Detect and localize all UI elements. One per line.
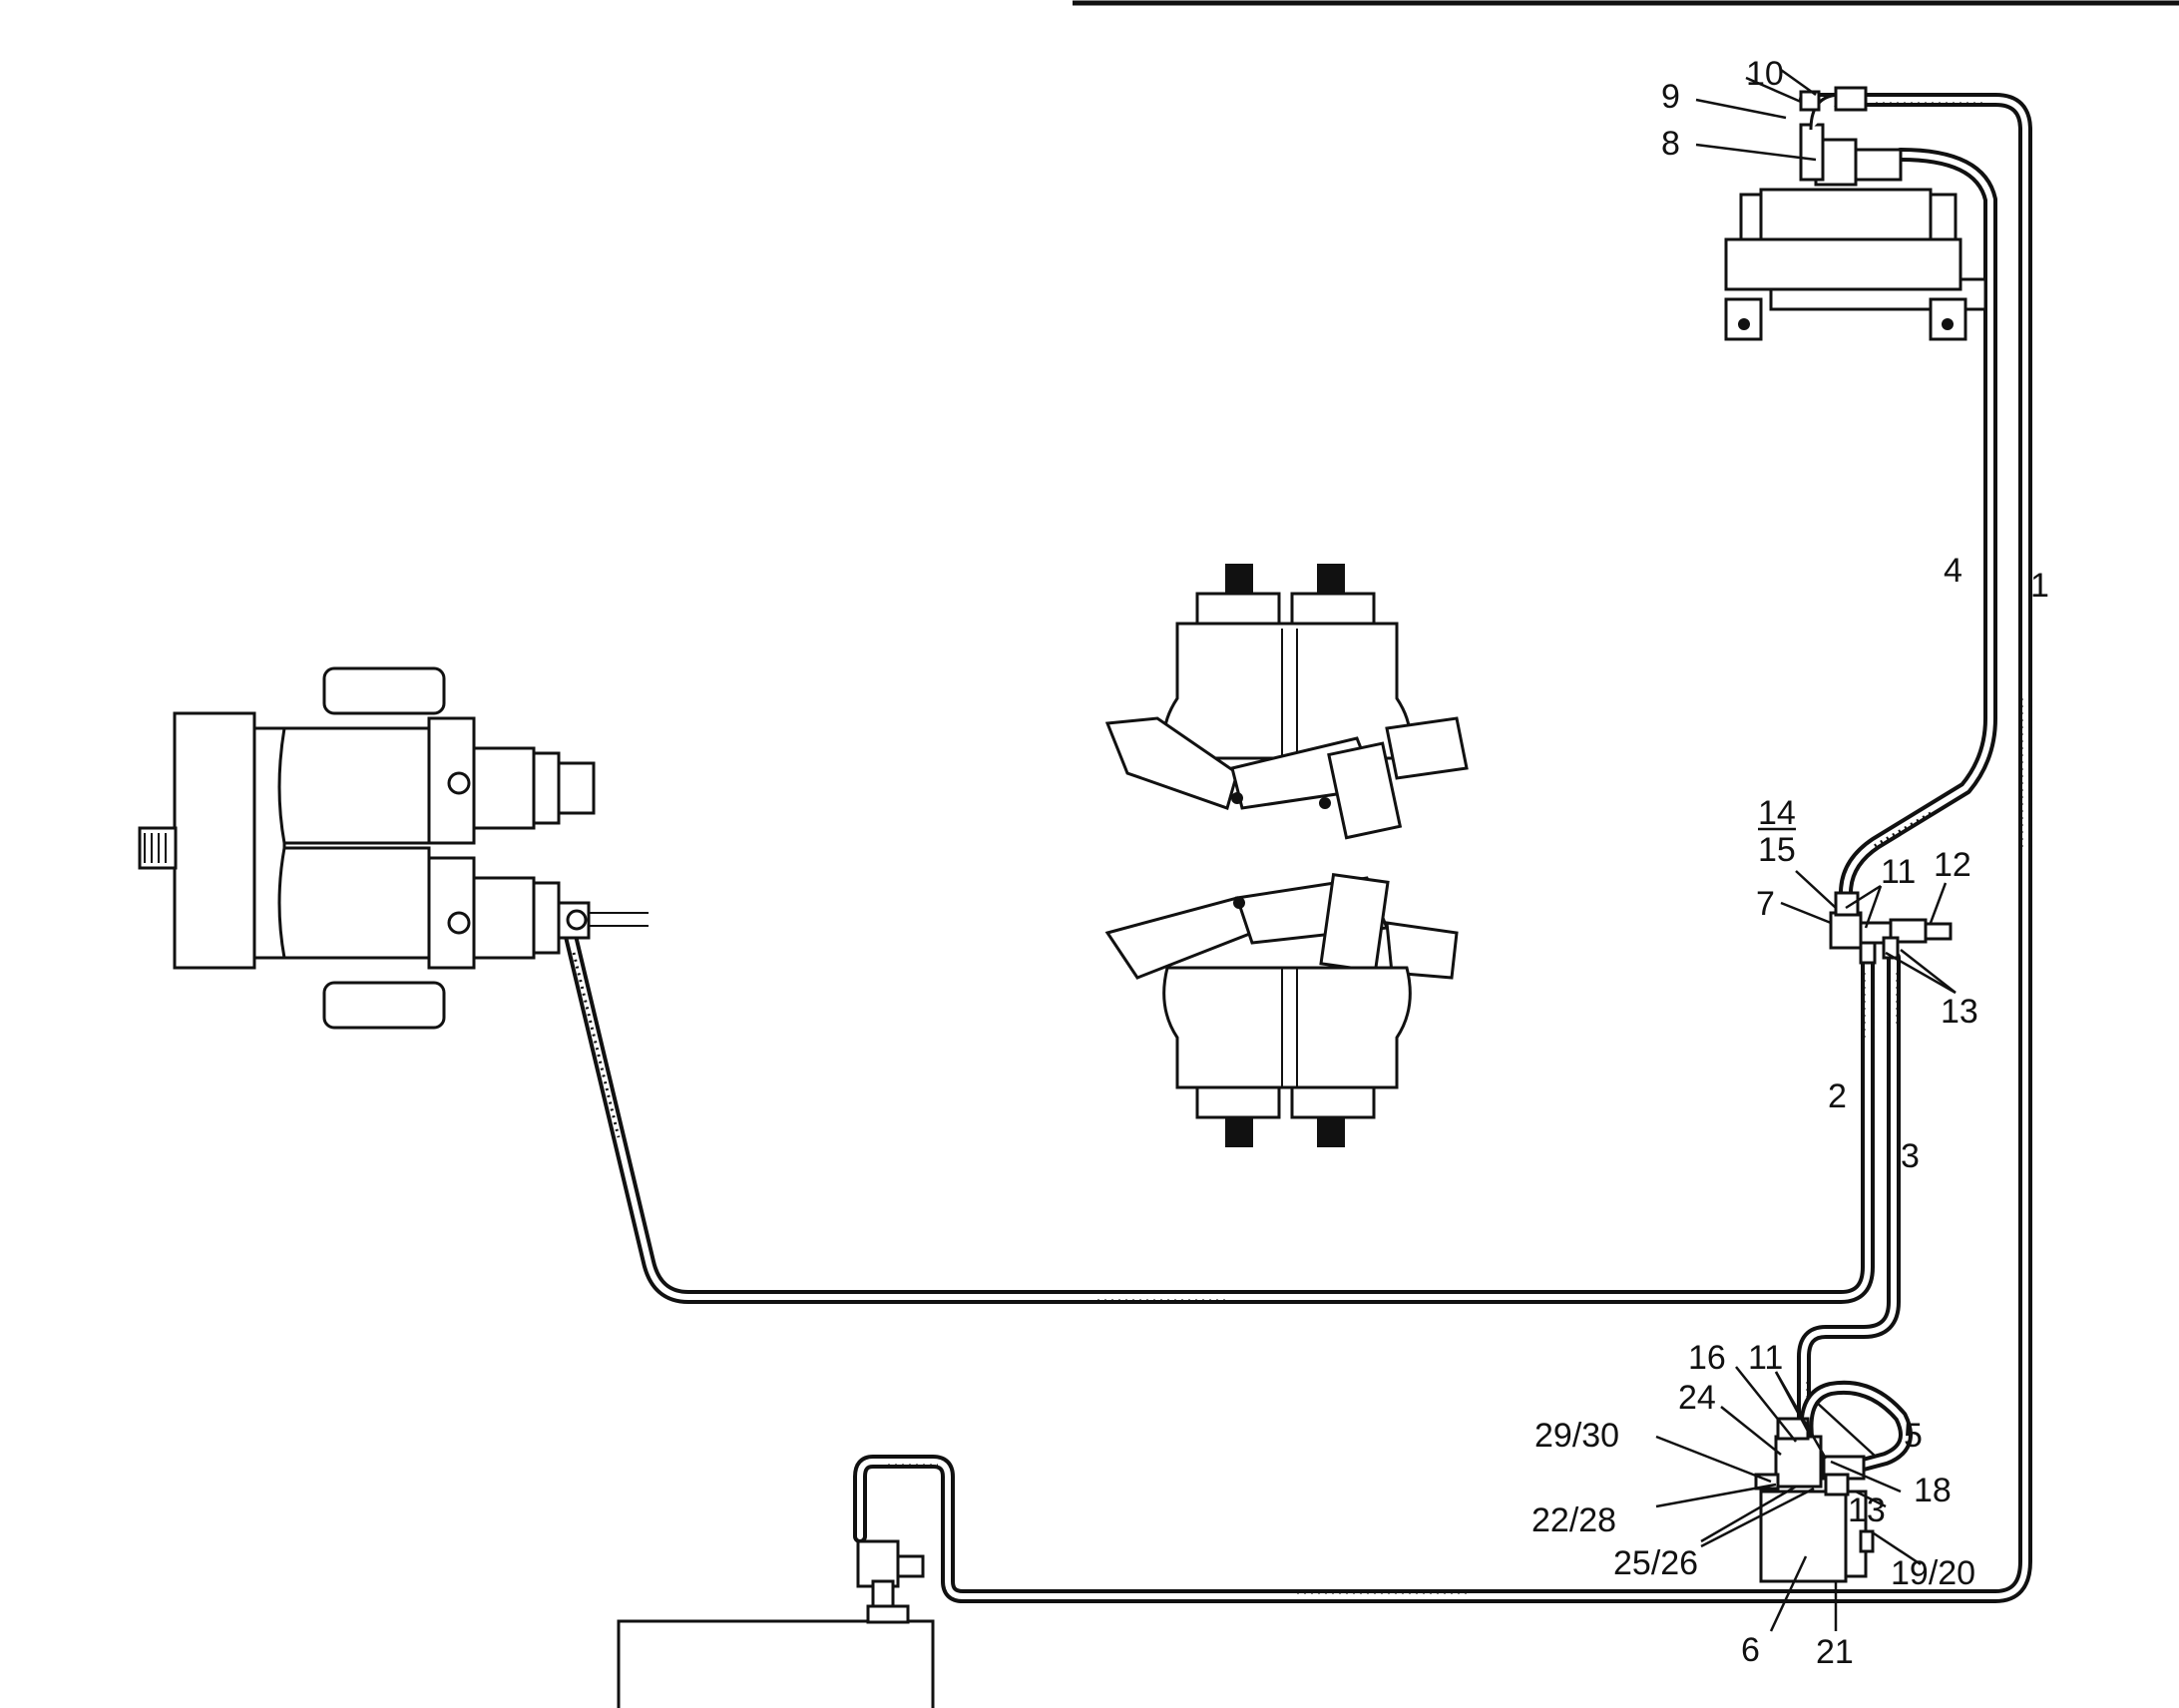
callout-13-lower: 13 [1848, 1492, 1886, 1529]
callout-11-upper: 11 [1881, 853, 1916, 891]
callout-6: 6 [1741, 1631, 1760, 1669]
hose-5 [1799, 1380, 1913, 1474]
callout-labels: 1 2 3 4 5 6 7 8 9 10 11 11 12 13 13 14 1… [1531, 55, 2049, 1671]
lower-block [1754, 1417, 1875, 1583]
callout-5: 5 [1904, 1417, 1923, 1455]
callout-22-28: 22/28 [1531, 1501, 1616, 1539]
callout-10: 10 [1746, 55, 1784, 93]
callout-24: 24 [1678, 1379, 1716, 1417]
leader-lines [1655, 68, 1957, 1632]
motor-lower [1104, 872, 1459, 1147]
callout-18: 18 [1914, 1472, 1952, 1509]
top-valve-unit [1724, 86, 1987, 341]
motor-upper [1104, 564, 1469, 840]
callout-2: 2 [1828, 1077, 1847, 1115]
callout-3: 3 [1901, 1137, 1920, 1175]
tank [617, 1539, 935, 1708]
pump-assembly [138, 666, 649, 1030]
callout-14: 14 [1758, 794, 1796, 832]
callout-8: 8 [1661, 125, 1680, 163]
callout-4: 4 [1944, 552, 1962, 590]
callout-12: 12 [1934, 846, 1971, 884]
callout-21: 21 [1816, 1633, 1854, 1671]
callout-15: 15 [1758, 831, 1796, 869]
callout-19-20: 19/20 [1891, 1554, 1975, 1592]
callout-16: 16 [1688, 1339, 1726, 1377]
hose-2 [562, 921, 1875, 1304]
callout-9: 9 [1661, 78, 1680, 116]
callout-11-lower: 11 [1748, 1339, 1783, 1377]
callout-13-upper: 13 [1941, 993, 1978, 1031]
hose-1 [853, 93, 2032, 1603]
callout-1: 1 [2030, 567, 2049, 605]
hose-3 [1797, 951, 1901, 1444]
callout-25-26: 25/26 [1613, 1544, 1698, 1582]
callout-29-30: 29/30 [1534, 1417, 1619, 1455]
fitting-block-upper [1829, 891, 1953, 965]
callout-7: 7 [1756, 885, 1775, 923]
hose-4 [1839, 148, 1997, 925]
